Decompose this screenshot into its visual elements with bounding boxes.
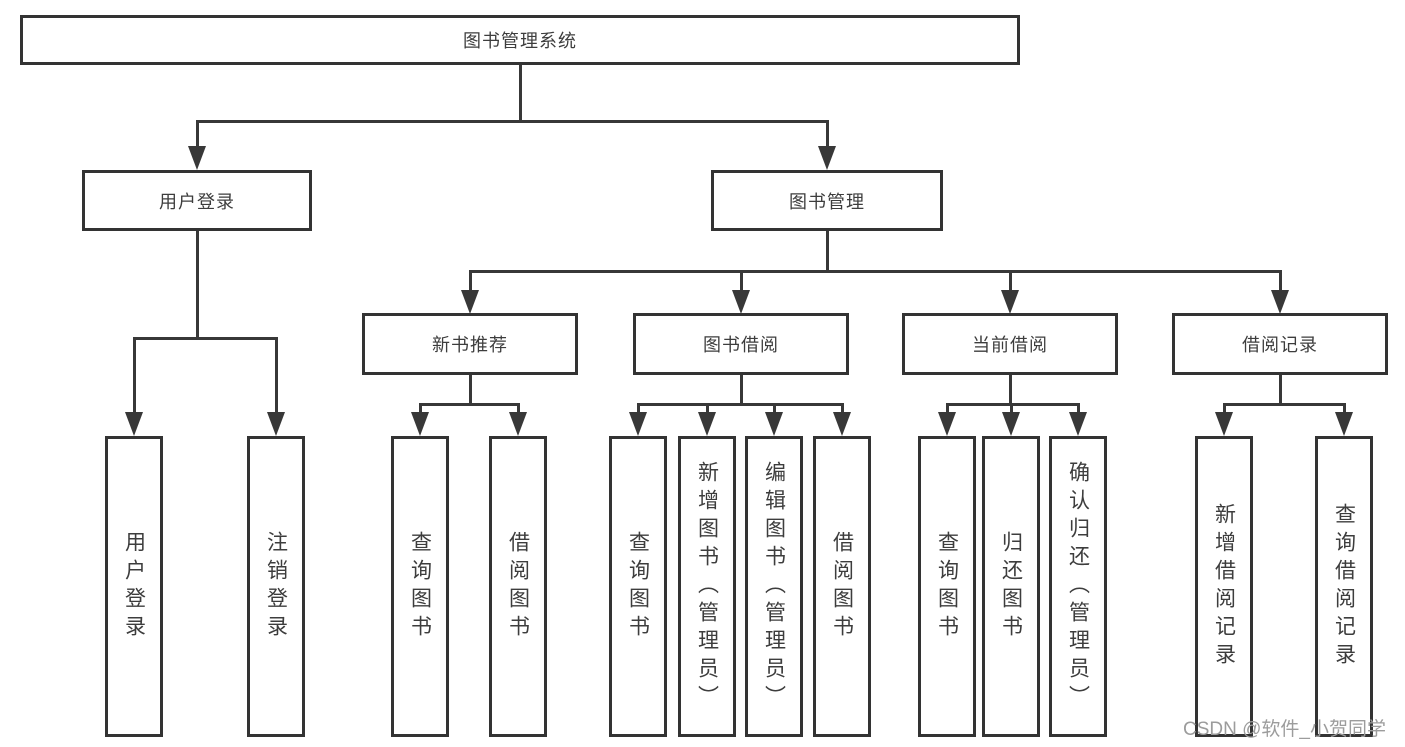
arrow-down-icon bbox=[1069, 405, 1087, 436]
connector-line bbox=[195, 120, 829, 123]
node-user-login: 用户登录 bbox=[82, 170, 312, 231]
connector-line bbox=[636, 403, 844, 406]
node-borrowing-records: 借阅记录 bbox=[1172, 313, 1388, 375]
leaf-query-books-borrow: 查询图书 bbox=[609, 436, 667, 737]
node-current-borrowing: 当前借阅 bbox=[902, 313, 1118, 375]
node-label: 注销登录 bbox=[264, 530, 288, 643]
connector-line bbox=[1008, 375, 1012, 406]
arrow-down-icon bbox=[1335, 405, 1353, 436]
leaf-borrow-books-recommend: 借阅图书 bbox=[489, 436, 547, 737]
arrow-down-icon bbox=[1215, 405, 1233, 436]
node-label: 当前借阅 bbox=[972, 335, 1048, 355]
arrow-down-icon bbox=[833, 405, 851, 436]
arrow-down-icon bbox=[267, 339, 285, 436]
arrow-down-icon bbox=[1002, 405, 1020, 436]
node-label: 用户登录 bbox=[159, 191, 235, 212]
arrow-down-icon bbox=[509, 405, 527, 436]
connector-line bbox=[195, 231, 199, 340]
node-book-borrowing: 图书借阅 bbox=[633, 313, 849, 375]
arrow-down-icon bbox=[732, 271, 750, 314]
node-label: 查询图书 bbox=[626, 530, 650, 643]
leaf-user-login: 用户登录 bbox=[105, 436, 163, 737]
arrow-down-icon bbox=[1001, 271, 1019, 314]
arrow-down-icon bbox=[188, 121, 206, 170]
node-label: 用户登录 bbox=[122, 530, 146, 643]
leaf-query-borrow-record: 查询借阅记录 bbox=[1315, 436, 1373, 737]
connector-line bbox=[945, 403, 1080, 406]
leaf-logout: 注销登录 bbox=[247, 436, 305, 737]
node-library-management-system: 图书管理系统 bbox=[20, 15, 1020, 65]
arrow-down-icon bbox=[1271, 271, 1289, 314]
arrow-down-icon bbox=[938, 405, 956, 436]
leaf-return-books: 归还图书 bbox=[982, 436, 1040, 737]
node-label: 确认归还（管理员） bbox=[1066, 460, 1090, 713]
node-new-book-recommend: 新书推荐 bbox=[362, 313, 578, 375]
node-label: 借阅图书 bbox=[830, 530, 854, 643]
connector-line bbox=[1222, 403, 1346, 406]
arrow-down-icon bbox=[461, 271, 479, 314]
node-label: 查询图书 bbox=[408, 530, 432, 643]
node-label: 借阅记录 bbox=[1242, 335, 1318, 355]
leaf-query-books-current: 查询图书 bbox=[918, 436, 976, 737]
node-label: 查询图书 bbox=[935, 530, 959, 643]
connector-line bbox=[132, 337, 278, 340]
leaf-confirm-return-admin: 确认归还（管理员） bbox=[1049, 436, 1107, 737]
connector-line bbox=[518, 65, 522, 123]
arrow-down-icon bbox=[765, 405, 783, 436]
leaf-add-books-admin: 新增图书（管理员） bbox=[678, 436, 736, 737]
arrow-down-icon bbox=[698, 405, 716, 436]
connector-line bbox=[739, 375, 743, 406]
node-label: 图书管理 bbox=[789, 191, 865, 212]
node-label: 归还图书 bbox=[999, 530, 1023, 643]
arrow-down-icon bbox=[411, 405, 429, 436]
node-label: 新增图书（管理员） bbox=[695, 460, 719, 713]
node-label: 借阅图书 bbox=[506, 530, 530, 643]
leaf-borrow-books: 借阅图书 bbox=[813, 436, 871, 737]
arrow-down-icon bbox=[818, 121, 836, 170]
node-label: 查询借阅记录 bbox=[1332, 502, 1356, 671]
leaf-add-borrow-record: 新增借阅记录 bbox=[1195, 436, 1253, 737]
connector-line bbox=[825, 231, 829, 273]
connector-line bbox=[468, 375, 472, 406]
csdn-watermark: CSDN @软件_小贺同学 bbox=[1183, 719, 1386, 740]
connector-line bbox=[1278, 375, 1282, 406]
node-label: 新增借阅记录 bbox=[1212, 502, 1236, 671]
node-label: 新书推荐 bbox=[432, 335, 508, 355]
connector-line bbox=[468, 270, 1282, 273]
node-label: 编辑图书（管理员） bbox=[762, 460, 786, 713]
node-label: 图书管理系统 bbox=[463, 31, 577, 51]
arrow-down-icon bbox=[125, 339, 143, 436]
node-book-management: 图书管理 bbox=[711, 170, 943, 231]
leaf-edit-books-admin: 编辑图书（管理员） bbox=[745, 436, 803, 737]
arrow-down-icon bbox=[629, 405, 647, 436]
connector-line bbox=[418, 403, 520, 406]
node-label: 图书借阅 bbox=[703, 335, 779, 355]
leaf-query-books-recommend: 查询图书 bbox=[391, 436, 449, 737]
